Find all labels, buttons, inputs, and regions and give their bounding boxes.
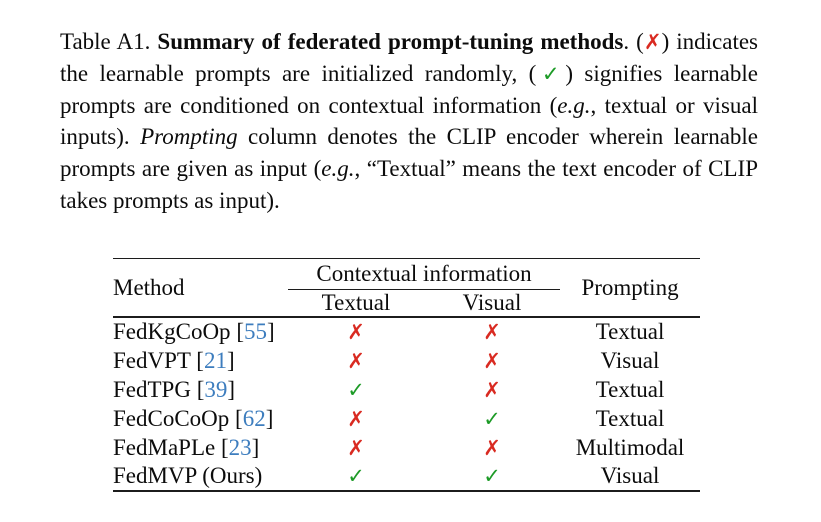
- textual-mark-cell: ✗: [288, 346, 424, 375]
- citation-bracket: [: [215, 434, 229, 460]
- visual-mark-cell: ✗: [424, 317, 560, 346]
- table-row: FedCoCoOp [62] ✗ ✓ Textual: [113, 404, 700, 433]
- support-mark-icon: ✗: [347, 406, 365, 431]
- caption-text: column denotes the CLIP encoder wherein …: [60, 124, 759, 182]
- visual-mark-cell: ✗: [424, 433, 560, 462]
- method-cell: FedCoCoOp [62]: [113, 404, 288, 433]
- method-name: FedMVP (Ours): [113, 463, 263, 488]
- support-mark-icon: ✓: [483, 464, 501, 488]
- citation-link[interactable]: 23: [228, 434, 252, 460]
- citation-bracket: ]: [226, 347, 235, 373]
- support-mark-icon: ✓: [347, 464, 365, 488]
- table-header: Method Contextual information Prompting …: [113, 258, 701, 318]
- textual-mark-cell: ✓: [288, 375, 424, 404]
- caption-eg-term: e.g.: [557, 92, 591, 118]
- textual-mark-cell: ✗: [288, 404, 424, 433]
- prompting-cell: Textual: [595, 376, 665, 402]
- prompting-cell: Textual: [595, 319, 665, 344]
- method-cell: FedVPT [21]: [113, 346, 288, 375]
- summary-table: Method Contextual information Prompting …: [113, 258, 701, 492]
- caption-text: ) sig­nifies learnable prompts are condi…: [60, 60, 758, 118]
- method-cell: FedMVP (Ours): [113, 462, 288, 491]
- cross-icon: ✗: [643, 29, 662, 54]
- support-mark-icon: ✓: [347, 377, 365, 402]
- caption-text: , textual or visual inputs).: [60, 92, 758, 150]
- table-row: FedTPG [39] ✓ ✗ Textual: [113, 375, 700, 404]
- prompting-cell: Multimodal: [575, 434, 685, 460]
- visual-mark-cell: ✗: [424, 346, 560, 375]
- citation-bracket: ]: [227, 376, 236, 402]
- check-icon: ✓: [536, 60, 566, 86]
- column-header-visual: Visual: [462, 290, 522, 315]
- caption-eg-term: e.g.: [321, 156, 355, 182]
- column-header-textual: Textual: [321, 290, 391, 315]
- visual-mark-cell: ✗: [424, 375, 560, 404]
- header-row-sub: Textual Visual: [113, 290, 700, 318]
- citation-link[interactable]: 55: [243, 319, 267, 344]
- header-row-top: Method Contextual information Prompting: [113, 258, 700, 300]
- method-cell: FedTPG [39]: [113, 375, 288, 404]
- method-cell: FedKgCoOp [55]: [113, 317, 288, 346]
- table-row: FedVPT [21] ✗ ✗ Visual: [113, 346, 700, 375]
- caption-text: ) indicates the learnable prompts are in…: [60, 29, 758, 86]
- citation-bracket: [: [190, 347, 204, 373]
- method-name: FedCoCoOp: [113, 405, 230, 431]
- table-caption: Table A1. Summary of federated prompt-tu…: [60, 26, 758, 217]
- textual-mark-cell: ✗: [288, 317, 424, 346]
- textual-mark-cell: ✓: [288, 462, 424, 491]
- column-header-method: Method: [113, 274, 185, 300]
- citation-bracket: [: [229, 405, 243, 431]
- citation-bracket: ]: [251, 434, 260, 460]
- citation-link[interactable]: 21: [203, 347, 227, 373]
- support-mark-icon: ✗: [347, 348, 365, 373]
- method-cell: FedMaPLe [23]: [113, 433, 288, 462]
- visual-mark-cell: ✓: [424, 404, 560, 433]
- support-mark-icon: ✗: [483, 348, 501, 373]
- table-body: FedKgCoOp [55] ✗ ✗ Textual FedVPT [21] ✗…: [113, 317, 700, 491]
- caption-title: Summary of federated prompt-tuning metho…: [157, 29, 624, 54]
- method-name: FedKgCoOp: [113, 319, 231, 344]
- prompting-cell: Visual: [600, 463, 660, 488]
- caption-text: , “Textual” means the text encoder of CL…: [60, 156, 759, 213]
- citation-link[interactable]: 62: [242, 405, 266, 431]
- table-row: FedMVP (Ours) ✓ ✓ Visual: [113, 462, 700, 491]
- support-mark-icon: ✗: [483, 377, 501, 402]
- caption-text: . (: [623, 29, 644, 54]
- table-row: FedMaPLe [23] ✗ ✗ Multimodal: [113, 433, 700, 462]
- method-name: FedMaPLe: [113, 434, 216, 460]
- citation-bracket: ]: [266, 319, 275, 344]
- support-mark-icon: ✓: [483, 406, 501, 431]
- citation-bracket: [: [230, 319, 244, 344]
- prompting-cell: Textual: [595, 405, 665, 431]
- support-mark-icon: ✗: [483, 320, 501, 344]
- method-name: FedVPT: [113, 347, 191, 373]
- method-name: FedTPG: [113, 376, 191, 402]
- table-row: FedKgCoOp [55] ✗ ✗ Textual: [113, 317, 700, 346]
- citation-link[interactable]: 39: [204, 376, 228, 402]
- support-mark-icon: ✗: [347, 435, 365, 460]
- support-mark-icon: ✗: [347, 320, 365, 344]
- visual-mark-cell: ✓: [424, 462, 560, 491]
- caption-label: Table A1.: [60, 29, 158, 54]
- citation-bracket: [: [190, 376, 205, 402]
- textual-mark-cell: ✗: [288, 433, 424, 462]
- column-header-prompting: Prompting: [581, 274, 679, 300]
- prompting-cell: Visual: [600, 347, 660, 373]
- support-mark-icon: ✗: [483, 435, 501, 460]
- column-header-contextual-information: Contextual information: [288, 258, 561, 290]
- citation-bracket: ]: [265, 405, 274, 431]
- caption-prompting-term: Prompting: [140, 124, 238, 150]
